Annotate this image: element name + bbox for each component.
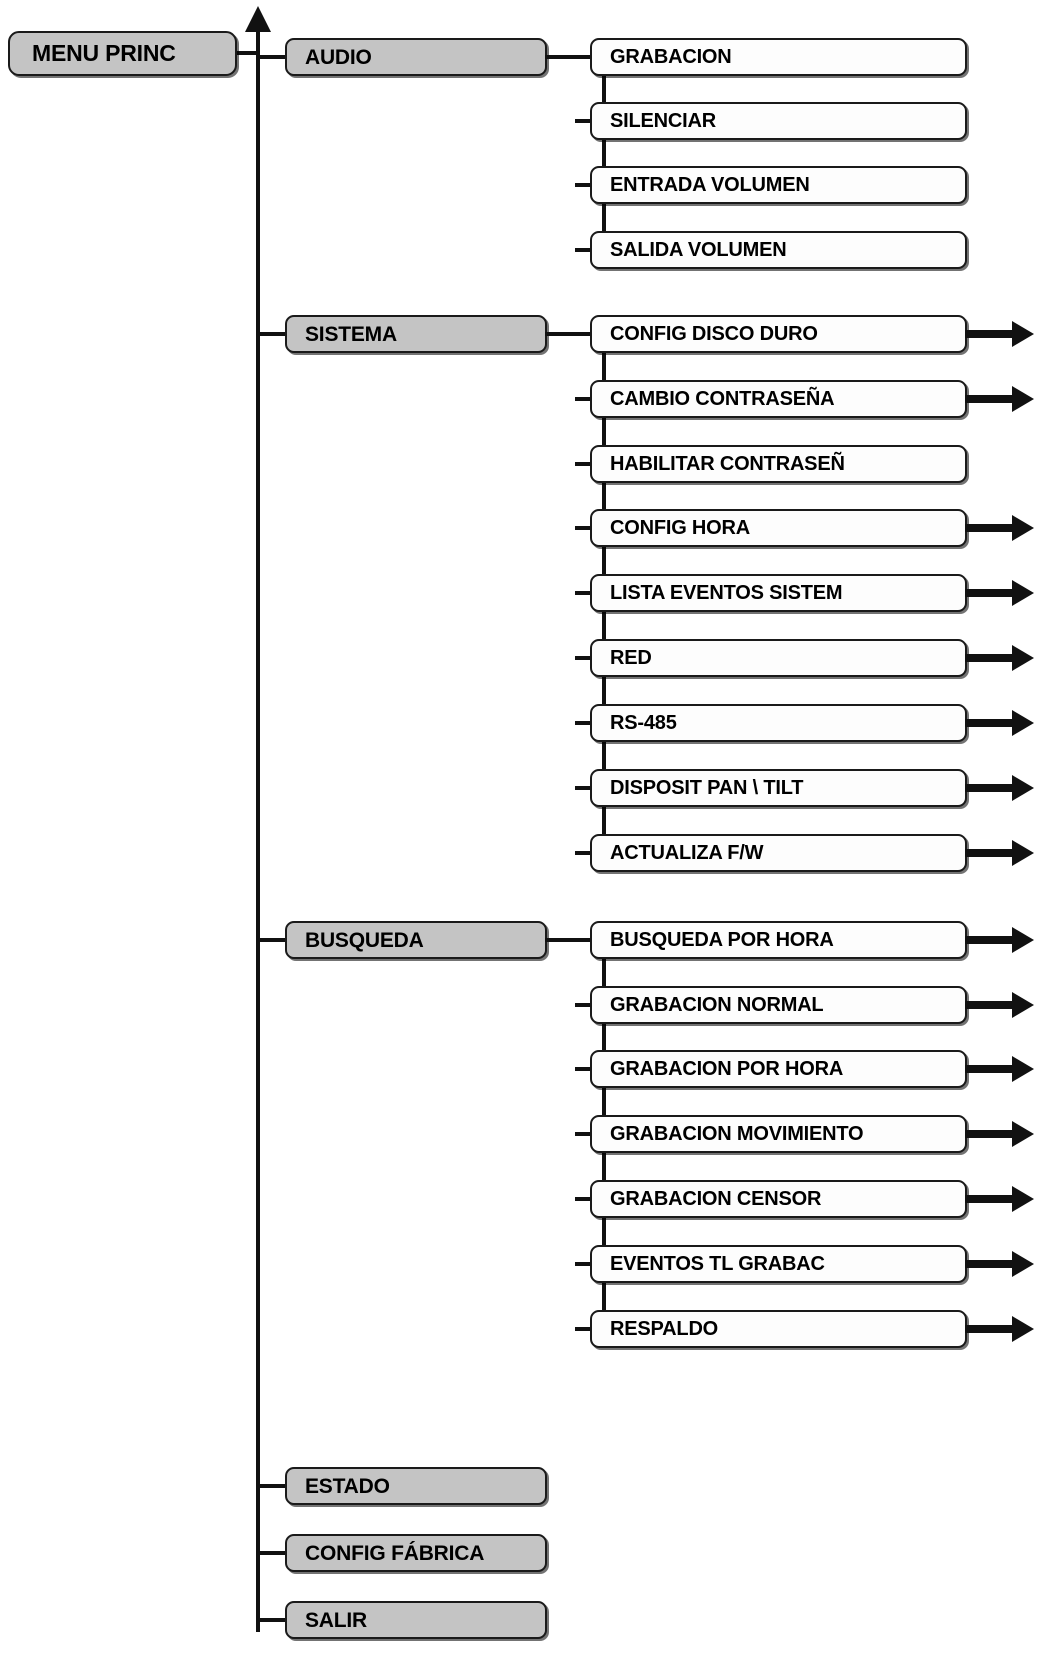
node-label: SALIDA VOLUMEN xyxy=(610,239,787,261)
node-label: RS-485 xyxy=(610,712,677,734)
subtrunk-stem-busqueda xyxy=(545,938,606,942)
arrow-right-icon xyxy=(965,1186,1034,1212)
node-label: AUDIO xyxy=(305,45,372,69)
arrow-right-icon xyxy=(965,710,1034,736)
node-salida-volumen[interactable]: SALIDA VOLUMEN xyxy=(590,231,967,269)
node-label: CONFIG FÁBRICA xyxy=(305,1541,485,1565)
arrow-right-icon xyxy=(965,1056,1034,1082)
branch-connector-config-fabrica xyxy=(256,1551,287,1555)
node-grabacion-movimiento[interactable]: GRABACION MOVIMIENTO xyxy=(590,1115,967,1153)
node-label: GRABACION NORMAL xyxy=(610,994,824,1016)
arrow-right-icon xyxy=(965,1316,1034,1342)
node-habilitar-contrasen[interactable]: HABILITAR CONTRASEÑ xyxy=(590,445,967,483)
node-grabacion[interactable]: GRABACION xyxy=(590,38,967,76)
node-config-disco-duro[interactable]: CONFIG DISCO DURO xyxy=(590,315,967,353)
node-label: RED xyxy=(610,647,652,669)
branch-connector-estado xyxy=(256,1484,287,1488)
subtrunk-stem-audio xyxy=(545,55,606,59)
branch-connector-busqueda xyxy=(256,938,287,942)
branch-connector-sistema xyxy=(256,332,287,336)
node-label: CONFIG HORA xyxy=(610,517,751,539)
arrow-right-icon xyxy=(965,775,1034,801)
node-estado[interactable]: ESTADO xyxy=(285,1467,547,1505)
node-label: DISPOSIT PAN \ TILT xyxy=(610,777,804,799)
arrow-right-icon xyxy=(965,580,1034,606)
node-label: ESTADO xyxy=(305,1474,390,1498)
node-label: CAMBIO CONTRASEÑA xyxy=(610,388,835,410)
node-actualiza-fw[interactable]: ACTUALIZA F/W xyxy=(590,834,967,872)
node-eventos-tl-grabac[interactable]: EVENTOS TL GRABAC xyxy=(590,1245,967,1283)
arrow-up-icon xyxy=(245,6,271,32)
arrow-right-icon xyxy=(965,992,1034,1018)
root-connector xyxy=(235,51,259,55)
node-audio[interactable]: AUDIO xyxy=(285,38,547,76)
branch-connector-salir xyxy=(256,1618,287,1622)
node-config-hora[interactable]: CONFIG HORA xyxy=(590,509,967,547)
arrow-right-icon xyxy=(965,515,1034,541)
arrow-right-icon xyxy=(965,927,1034,953)
node-label: HABILITAR CONTRASEÑ xyxy=(610,453,845,475)
node-label: SALIR xyxy=(305,1608,368,1632)
node-label: GRABACION MOVIMIENTO xyxy=(610,1123,864,1145)
arrow-right-icon xyxy=(965,1251,1034,1277)
node-label: RESPALDO xyxy=(610,1318,719,1340)
node-busqueda-por-hora[interactable]: BUSQUEDA POR HORA xyxy=(590,921,967,959)
node-label: LISTA EVENTOS SISTEM xyxy=(610,582,843,604)
node-label: GRABACION CENSOR xyxy=(610,1188,822,1210)
node-grabacion-normal[interactable]: GRABACION NORMAL xyxy=(590,986,967,1024)
node-silenciar[interactable]: SILENCIAR xyxy=(590,102,967,140)
node-label: BUSQUEDA xyxy=(305,928,424,952)
node-label: GRABACION xyxy=(610,46,732,68)
arrow-right-icon xyxy=(965,386,1034,412)
arrow-right-icon xyxy=(965,321,1034,347)
node-label: SILENCIAR xyxy=(610,110,716,132)
node-sistema[interactable]: SISTEMA xyxy=(285,315,547,353)
node-entrada-volumen[interactable]: ENTRADA VOLUMEN xyxy=(590,166,967,204)
node-label: GRABACION POR HORA xyxy=(610,1058,844,1080)
node-disposit-pan-tilt[interactable]: DISPOSIT PAN \ TILT xyxy=(590,769,967,807)
node-red[interactable]: RED xyxy=(590,639,967,677)
node-rs-485[interactable]: RS-485 xyxy=(590,704,967,742)
node-menu-princ[interactable]: MENU PRINC xyxy=(8,31,237,76)
node-label: SISTEMA xyxy=(305,322,397,346)
arrow-right-icon xyxy=(965,840,1034,866)
subtrunk-line-audio xyxy=(602,55,606,252)
node-respaldo[interactable]: RESPALDO xyxy=(590,1310,967,1348)
node-busqueda[interactable]: BUSQUEDA xyxy=(285,921,547,959)
arrow-right-icon xyxy=(965,1121,1034,1147)
node-config-fabrica[interactable]: CONFIG FÁBRICA xyxy=(285,1534,547,1572)
node-label: MENU PRINC xyxy=(32,40,176,66)
node-cambio-contrasena[interactable]: CAMBIO CONTRASEÑA xyxy=(590,380,967,418)
node-label: EVENTOS TL GRABAC xyxy=(610,1253,825,1275)
branch-connector-audio xyxy=(256,55,287,59)
node-label: CONFIG DISCO DURO xyxy=(610,323,818,345)
node-salir[interactable]: SALIR xyxy=(285,1601,547,1639)
node-grabacion-por-hora[interactable]: GRABACION POR HORA xyxy=(590,1050,967,1088)
main-trunk-line xyxy=(256,30,260,1632)
arrow-right-icon xyxy=(965,645,1034,671)
node-label: BUSQUEDA POR HORA xyxy=(610,929,834,951)
subtrunk-stem-sistema xyxy=(545,332,606,336)
node-label: ACTUALIZA F/W xyxy=(610,842,764,864)
node-label: ENTRADA VOLUMEN xyxy=(610,174,810,196)
node-lista-eventos-sistem[interactable]: LISTA EVENTOS SISTEM xyxy=(590,574,967,612)
node-grabacion-censor[interactable]: GRABACION CENSOR xyxy=(590,1180,967,1218)
